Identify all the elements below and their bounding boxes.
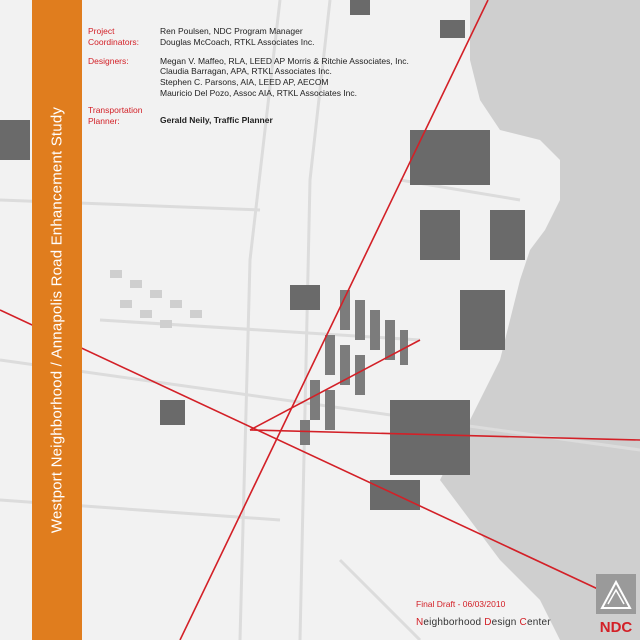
title-bar (32, 0, 82, 640)
ndc-logo: NDC (596, 574, 636, 636)
credit-label: Project Coordinators: (88, 26, 140, 47)
water-area (440, 0, 640, 640)
credit-name: Stephen C. Parsons, AIA, LEED AP, AECOM (160, 77, 329, 88)
buildings (0, 0, 525, 510)
credits-block: Project Coordinators: Ren Poulsen, NDC P… (88, 26, 409, 132)
credit-name: Douglas McCoach, RTKL Associates Inc. (160, 36, 315, 47)
credit-name: Ren Poulsen, NDC Program Manager (160, 26, 303, 36)
credit-name: Gerald Neily, Traffic Planner (160, 114, 273, 125)
credit-label: Designers: (88, 55, 129, 66)
final-draft-date: Final Draft - 06/03/2010 (416, 599, 506, 609)
credit-name: Megan V. Maffeo, RLA, LEED AP Morris & R… (160, 55, 409, 66)
svg-text:NDC: NDC (600, 619, 633, 636)
residential-blocks (110, 270, 202, 328)
rowhouses (300, 290, 408, 445)
report-title: Westport Neighborhood / Annapolis Road E… (48, 106, 66, 534)
credit-transportation-planner: Transportation Planner: Gerald Neily, Tr… (88, 105, 409, 126)
center-name: Neighborhood Design Center (416, 617, 551, 628)
credit-project-coordinators: Project Coordinators: Ren Poulsen, NDC P… (88, 26, 409, 48)
credit-label: Transportation Planner: (88, 104, 143, 126)
credit-designers: Designers: Megan V. Maffeo, RLA, LEED AP… (88, 56, 409, 99)
credit-name: Claudia Barragan, APA, RTKL Associates I… (160, 66, 332, 77)
credit-name: Mauricio Del Pozo, Assoc AIA, RTKL Assoc… (160, 87, 358, 98)
